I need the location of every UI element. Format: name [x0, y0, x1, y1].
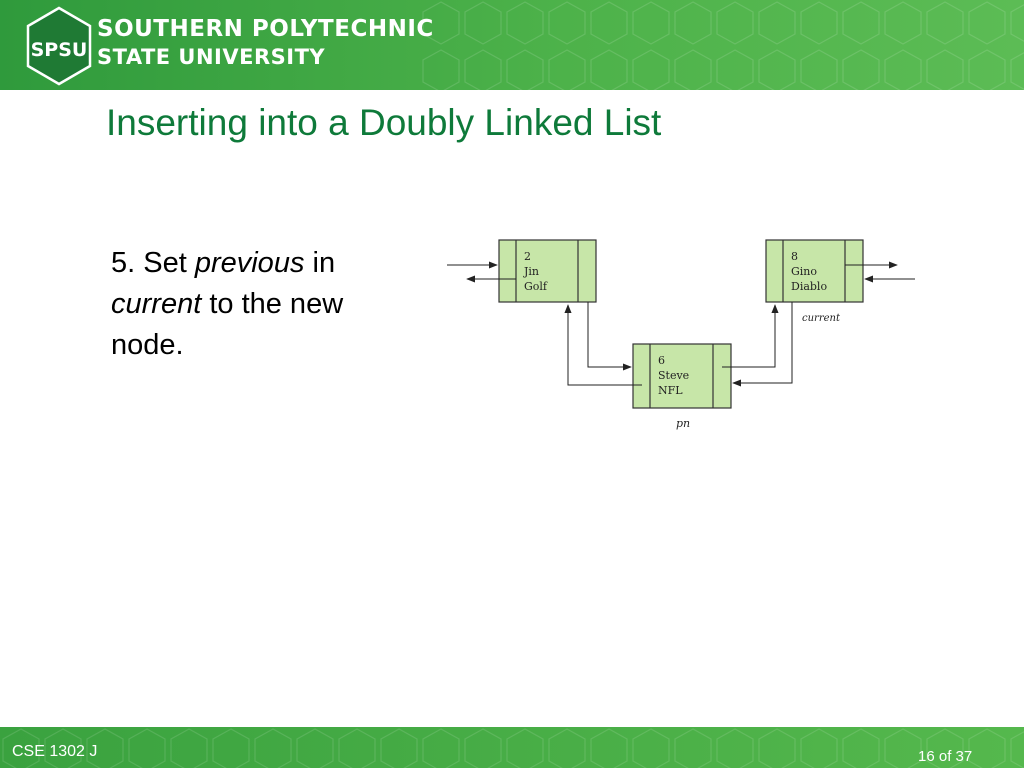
- node-jin-line2: Jin: [523, 265, 539, 278]
- doubly-linked-list-diagram: 2 Jin Golf 8 Gino Diablo 6 Steve NFL cur…: [447, 239, 915, 430]
- node-jin-line3: Golf: [524, 280, 548, 293]
- node-gino-line3: Diablo: [791, 280, 827, 293]
- header-banner: SPSU SOUTHERN POLYTECHNIC STATE UNIVERSI…: [0, 0, 1024, 90]
- link-steve-next-to-gino: [722, 304, 779, 368]
- footer-banner: CSE 1302 J 16 of 37: [0, 727, 1024, 768]
- university-name-line2: STATE UNIVERSITY: [97, 45, 326, 69]
- step-connector: in: [304, 247, 336, 279]
- node-jin-line1: 2: [524, 250, 531, 263]
- logo-text: SPSU: [31, 39, 88, 61]
- page-total: 37: [955, 748, 973, 765]
- slide-title: Inserting into a Doubly Linked List: [106, 102, 662, 143]
- list-node-steve-new: 6 Steve NFL: [632, 343, 732, 409]
- link-steve-prev-to-jin: [564, 304, 642, 386]
- page-of: of: [938, 748, 952, 765]
- hex-pattern-decoration: [420, 0, 1024, 90]
- page-number: 16 of 37: [918, 748, 972, 765]
- node-gino-line1: 8: [791, 250, 798, 263]
- step-suffix: to the new node.: [111, 288, 344, 361]
- step-keyword-current: current: [111, 288, 202, 320]
- link-gino-prev-to-steve: [732, 302, 793, 387]
- label-current: current: [802, 313, 841, 324]
- footer-hex-pattern-decoration: [0, 727, 1024, 768]
- label-pn: pn: [676, 417, 690, 430]
- spsu-logo: SPSU: [26, 6, 92, 86]
- course-label: CSE 1302 J: [12, 743, 98, 760]
- node-steve-line2: Steve: [658, 369, 689, 382]
- university-name-line1: SOUTHERN POLYTECHNIC: [97, 16, 434, 42]
- list-node-gino: 8 Gino Diablo: [765, 239, 864, 303]
- node-steve-line3: NFL: [658, 384, 683, 397]
- step-text: 5. Set previous in current to the new no…: [111, 243, 411, 366]
- link-jin-next-to-steve: [587, 302, 632, 371]
- node-gino-line2: Gino: [791, 265, 817, 278]
- page-current: 16: [918, 748, 935, 765]
- step-prefix: 5. Set: [111, 247, 195, 279]
- step-keyword-previous: previous: [194, 247, 305, 279]
- node-steve-line1: 6: [658, 354, 665, 367]
- list-node-jin: 2 Jin Golf: [498, 239, 597, 303]
